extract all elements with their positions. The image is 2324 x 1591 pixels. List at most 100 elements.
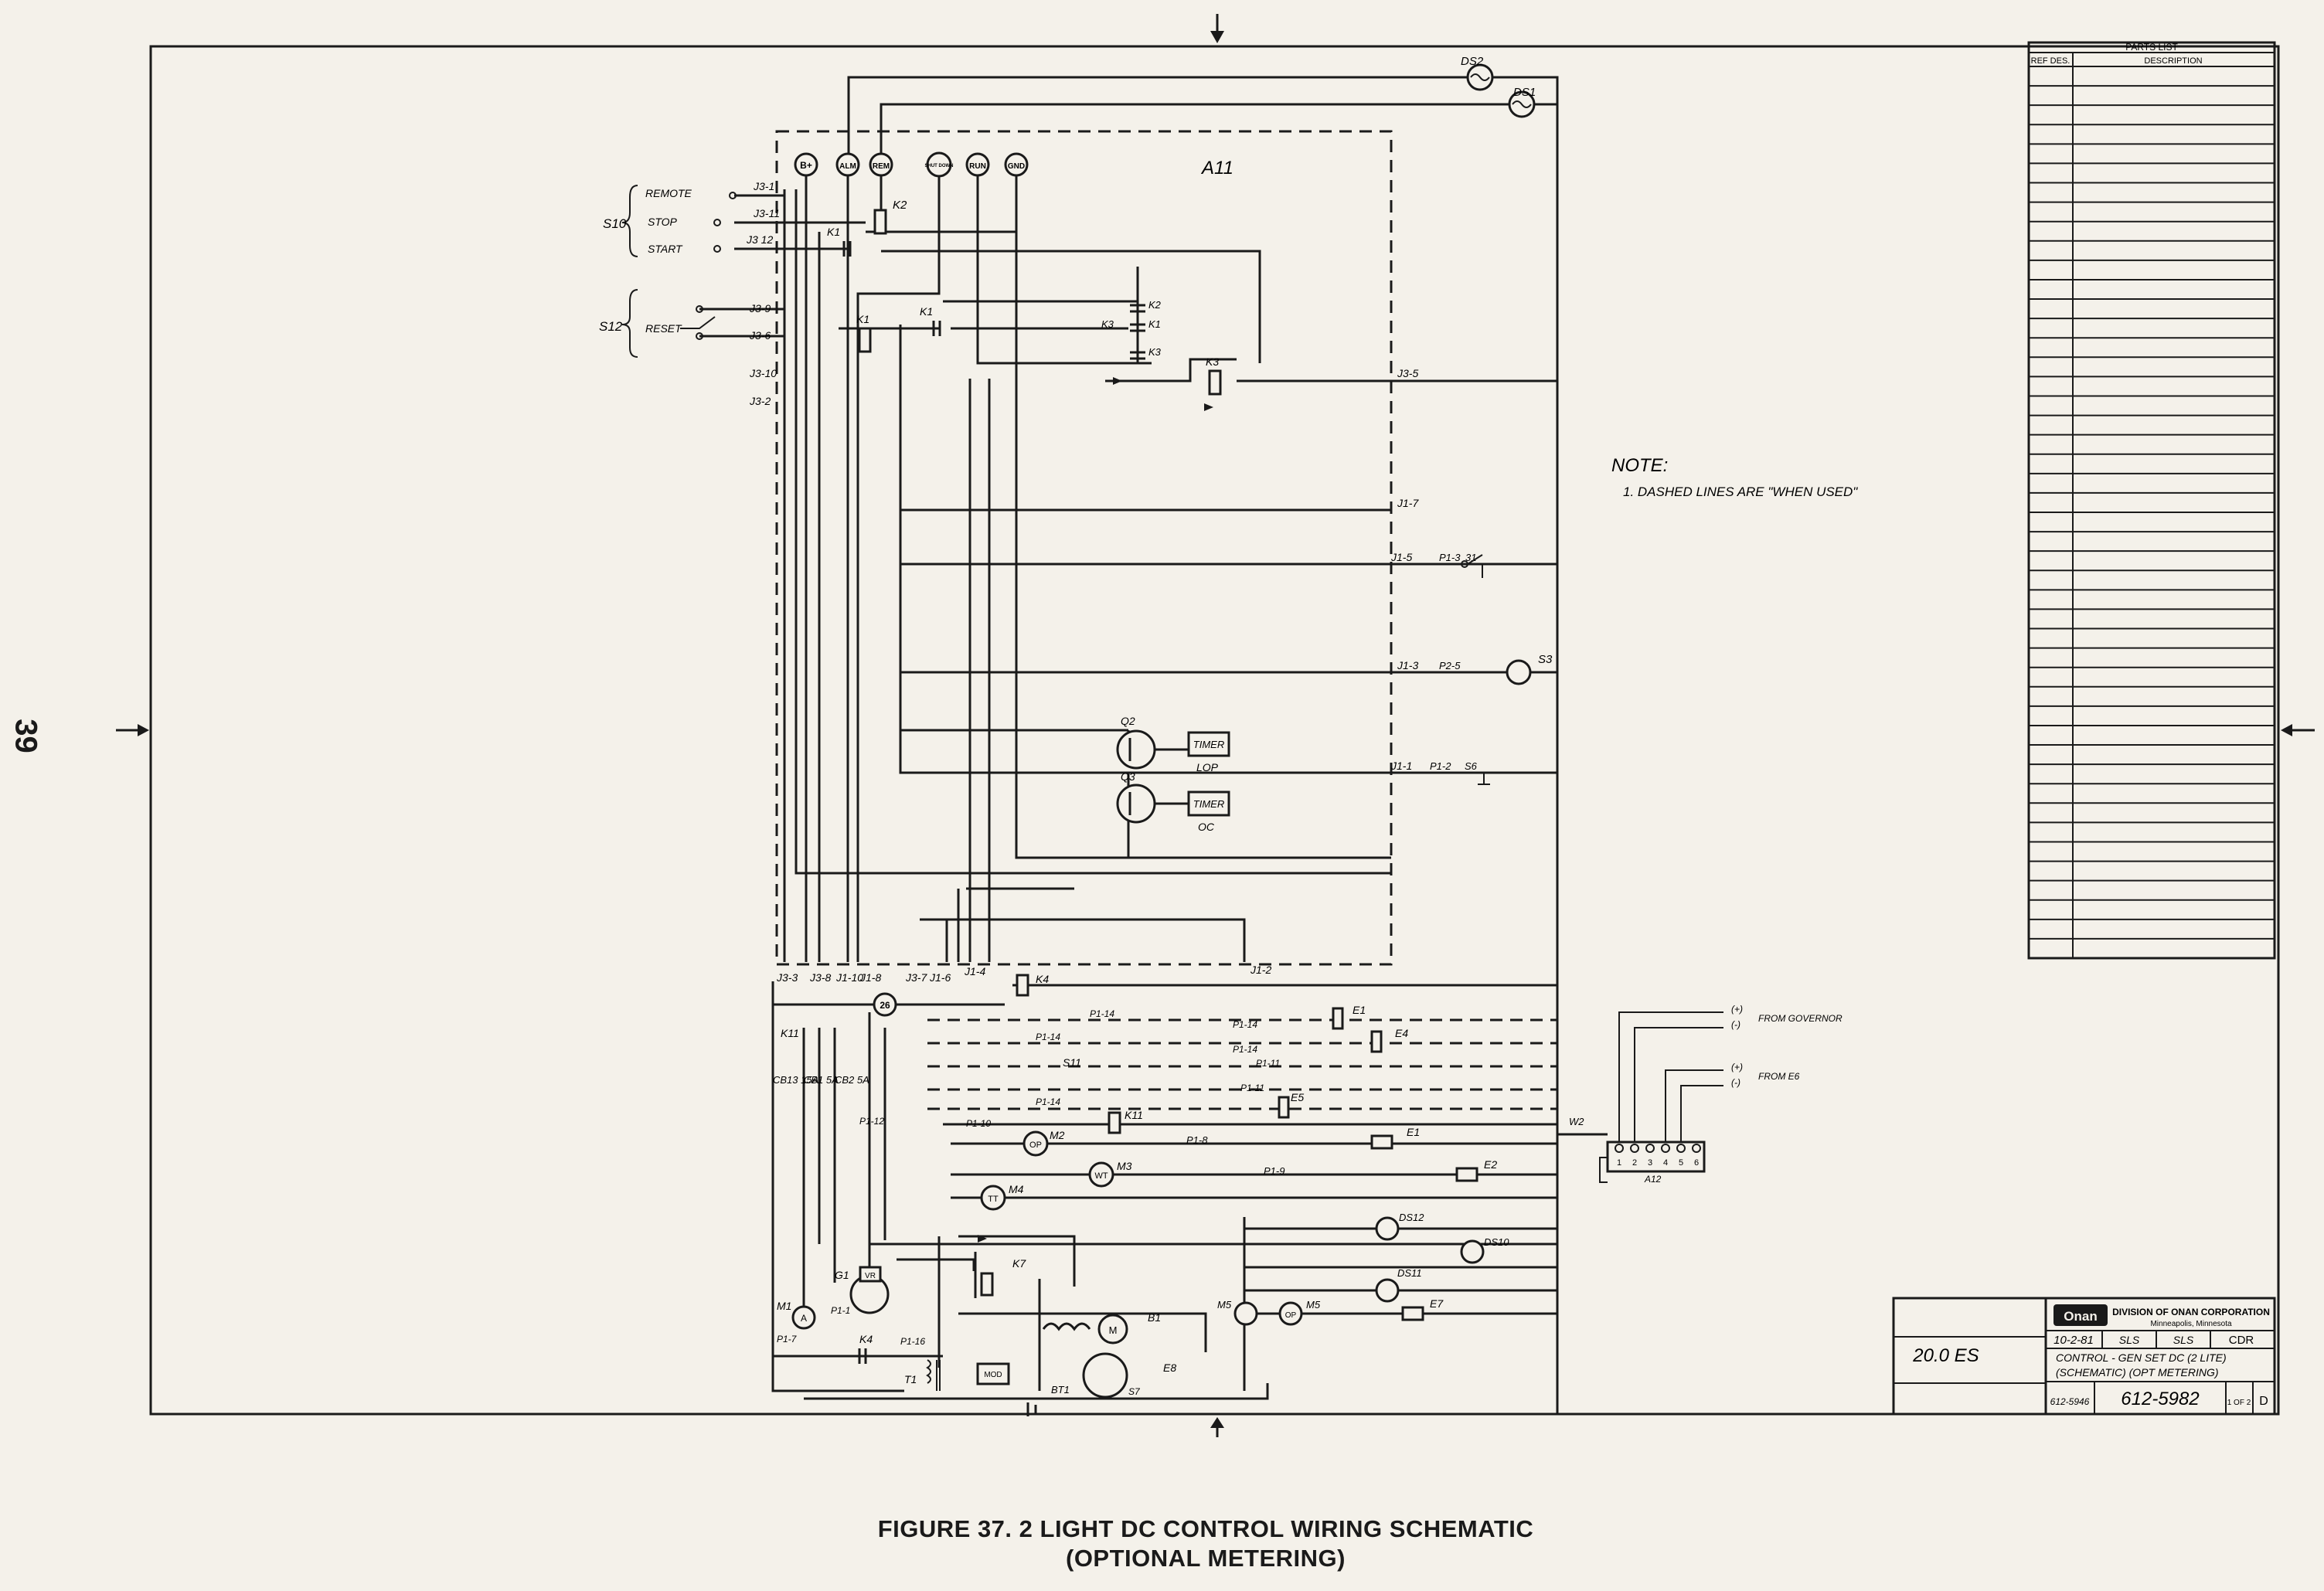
svg-text:J3-5: J3-5 — [1397, 367, 1418, 379]
svg-text:G1: G1 — [835, 1269, 849, 1281]
svg-text:P1-14: P1-14 — [1233, 1044, 1257, 1055]
svg-text:E4: E4 — [1395, 1027, 1408, 1039]
sensor-row-j1-1: P1-2 S6 — [1430, 760, 1490, 785]
main-wiring: DS2 DS1 — [699, 55, 1559, 1414]
svg-text:E5: E5 — [1291, 1091, 1304, 1103]
terminal-alm: ALM — [835, 152, 860, 177]
parts-list-title: PARTS LIST — [2125, 42, 2178, 53]
svg-text:Q3: Q3 — [1121, 770, 1135, 783]
svg-text:P1-1: P1-1 — [831, 1305, 850, 1316]
svg-text:START: START — [648, 243, 683, 255]
svg-text:M5: M5 — [1306, 1299, 1321, 1311]
label-s10: S10 — [603, 216, 627, 231]
svg-text:K3: K3 — [1206, 355, 1219, 368]
svg-text:P1-2: P1-2 — [1430, 760, 1451, 772]
svg-text:K2: K2 — [1148, 299, 1162, 311]
svg-text:M3: M3 — [1117, 1160, 1132, 1172]
svg-text:J1-4: J1-4 — [964, 965, 985, 977]
svg-text:A: A — [801, 1313, 807, 1324]
svg-text:J1-3: J1-3 — [1397, 659, 1418, 671]
governor-pin-label: 6 — [1694, 1158, 1699, 1168]
svg-text:GND: GND — [1008, 162, 1025, 171]
svg-text:P2-5: P2-5 — [1439, 660, 1461, 671]
battery-bt1: BT1 — [1026, 1384, 1070, 1416]
drawing-border — [116, 14, 2315, 1437]
governor-pin — [1661, 1144, 1670, 1153]
svg-text:FROM E6: FROM E6 — [1758, 1071, 1800, 1082]
svg-text:(-): (-) — [1731, 1019, 1740, 1030]
svg-text:E1: E1 — [1407, 1126, 1420, 1138]
svg-text:E7: E7 — [1430, 1297, 1444, 1310]
svg-text:J1-1: J1-1 — [1390, 760, 1412, 772]
governor-pin-label: 5 — [1679, 1158, 1683, 1168]
timer-oc: TIMER OC — [1155, 790, 1230, 833]
svg-text:P1-14: P1-14 — [1090, 1008, 1114, 1019]
svg-text:J1-7: J1-7 — [1397, 497, 1419, 509]
svg-text:CB13 15A: CB13 15A — [773, 1074, 818, 1086]
label-ds1: DS1 — [1513, 86, 1536, 99]
svg-text:REMOTE: REMOTE — [645, 187, 692, 199]
sensor-row-j1-3: P2-5 S3 — [1439, 653, 1553, 685]
svg-text:CB1 5A: CB1 5A — [804, 1074, 839, 1086]
note-line-1: 1. DASHED LINES ARE "WHEN USED" — [1623, 484, 1858, 499]
svg-text:(+): (+) — [1731, 1004, 1743, 1015]
svg-text:K4: K4 — [859, 1333, 873, 1345]
svg-text:DS12: DS12 — [1399, 1212, 1424, 1223]
governor-connector-a12: W2 A12 (+) (-) FROM GOVERNOR (+) (-) FRO… — [1557, 1004, 1843, 1185]
model-number: 20.0 ES — [1912, 1345, 1979, 1366]
title-block: Onan DIVISION OF ONAN CORPORATION Minnea… — [1892, 1297, 2276, 1416]
parts-list-rows — [2029, 85, 2275, 940]
approved-by: CDR — [2229, 1334, 2254, 1347]
parts-list-col-desc: DESCRIPTION — [2144, 56, 2202, 66]
svg-text:OC: OC — [1198, 821, 1215, 833]
svg-text:RUN: RUN — [969, 162, 986, 171]
svg-text:J3-3: J3-3 — [776, 971, 798, 984]
governor-pin — [1676, 1144, 1686, 1153]
relay-k11-left: K11 — [781, 1027, 799, 1039]
label-a12: A12 — [1644, 1174, 1662, 1185]
relay-k7: K7 — [980, 1257, 1026, 1297]
label-ds2: DS2 — [1461, 55, 1484, 68]
drawing-title-2: (SCHEMATIC) (OPT METERING) — [2056, 1366, 2219, 1379]
svg-text:26: 26 — [880, 1000, 890, 1011]
svg-text:P1-3: P1-3 — [1439, 552, 1461, 563]
module-mod: MOD — [976, 1362, 1010, 1385]
relay-k3-contacts: K2 K1 K3 K3 — [1101, 299, 1162, 360]
terminal-gnd: GND — [1004, 152, 1029, 177]
svg-text:J1-10: J1-10 — [835, 971, 863, 984]
svg-text:BT1: BT1 — [1051, 1384, 1070, 1396]
terminal-b-plus: B+ — [794, 152, 818, 177]
svg-text:T1: T1 — [904, 1373, 917, 1385]
breaker-cb1: CB1 5A — [804, 1074, 839, 1086]
svg-text:E8: E8 — [1163, 1362, 1176, 1374]
svg-text:P1-14: P1-14 — [1036, 1096, 1060, 1107]
svg-text:OP: OP — [1029, 1141, 1042, 1150]
svg-text:S6: S6 — [1465, 760, 1478, 772]
svg-text:S11: S11 — [1063, 1056, 1081, 1069]
governor-pin — [1630, 1144, 1639, 1153]
svg-text:P1-11: P1-11 — [1256, 1058, 1280, 1069]
parts-list: PARTS LIST REF DES. DESCRIPTION — [2027, 41, 2276, 960]
relay-k4: K4 — [1016, 973, 1049, 997]
svg-text:J1-5: J1-5 — [1390, 551, 1412, 563]
drawing-number: 612-5982 — [2121, 1389, 2199, 1409]
svg-text:K3: K3 — [1148, 346, 1162, 358]
connector-labels: J3-1 J3-11 J3 12 J3-9 J3-6 J3-10 J3-2 J3… — [746, 180, 1419, 984]
svg-text:M4: M4 — [1009, 1183, 1024, 1195]
svg-text:REM: REM — [873, 162, 890, 171]
svg-text:K11: K11 — [1125, 1109, 1143, 1121]
reference-number: 612-5946 — [2050, 1396, 2090, 1407]
svg-text:P1-14: P1-14 — [1036, 1032, 1060, 1042]
svg-text:VR: VR — [865, 1272, 876, 1280]
label-p1-12: P1-12 — [859, 1116, 884, 1127]
svg-text:J3-1: J3-1 — [753, 180, 774, 192]
starter-motor-b1: MB1 — [1042, 1311, 1161, 1345]
company-city: Minneapolis, Minnesota — [2150, 1320, 2231, 1328]
bubble-26: 26 — [873, 992, 897, 1017]
svg-text:MOD: MOD — [984, 1371, 1002, 1379]
figure-caption: FIGURE 37. 2 LIGHT DC CONTROL WIRING SCH… — [696, 1515, 1716, 1573]
